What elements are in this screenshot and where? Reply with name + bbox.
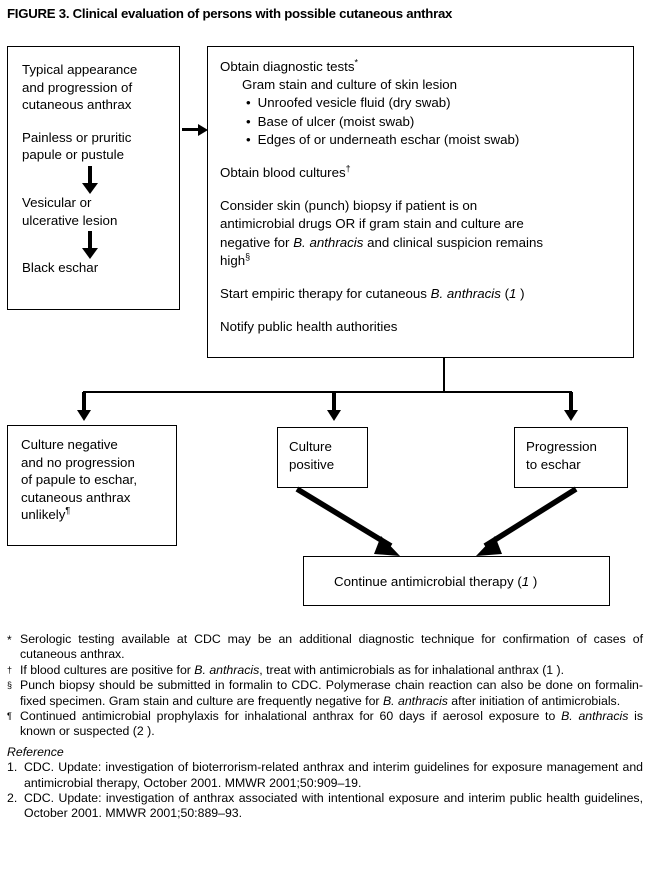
- node-continue-antimicrobial-therapy: Continue antimicrobial therapy (1 ): [303, 556, 610, 606]
- arrow-shaft: [332, 392, 336, 412]
- biopsy-text-pre: negative for: [220, 234, 294, 250]
- figure-title: FIGURE 3. Clinical evaluation of persons…: [7, 6, 453, 21]
- arrow-down-icon: [22, 229, 179, 260]
- arrow-shaft: [182, 128, 200, 132]
- footnote-text-pre: If blood cultures are positive for: [20, 662, 195, 677]
- footnote-item: § Punch biopsy should be submitted in fo…: [7, 678, 643, 709]
- blood-cultures-text: Obtain blood cultures: [220, 165, 346, 181]
- footnote-marker-section: §: [245, 251, 251, 262]
- arrow-head: [82, 182, 98, 194]
- node-progression-to-eschar: Progression to eschar: [514, 427, 628, 488]
- diagnostic-heading-text: Obtain diagnostic tests: [220, 59, 355, 74]
- node-line: Continue antimicrobial therapy (1 ): [334, 573, 609, 591]
- reference-number: 1.: [7, 760, 18, 775]
- arrow-shaft: [88, 165, 92, 184]
- footnote-item: ¶ Continued antimicrobial prophylaxis fo…: [7, 709, 643, 740]
- node-line: Culture negative: [21, 437, 118, 452]
- reference-heading: Reference: [7, 744, 64, 759]
- diagnostic-subheading: Gram stain and culture of skin lesion: [242, 77, 458, 93]
- footnote-text-post: after initiation of antimicrobials.: [447, 693, 621, 708]
- footnote-marker-section: §: [7, 680, 13, 691]
- footnote-text-post: is known or suspected (2 ).: [20, 709, 643, 739]
- species-name: B. anthracis: [561, 709, 629, 724]
- footnote-item: † If blood cultures are positive for B. …: [7, 663, 643, 678]
- empiric-text-pre: Start empiric therapy for cutaneous: [220, 286, 431, 302]
- node-line: unlikely¶: [21, 506, 176, 524]
- reference-text: CDC. Update: investigation of anthrax as…: [24, 791, 643, 821]
- arrow-head: [77, 410, 91, 421]
- arrow-head: [564, 410, 578, 421]
- footnote-item: * Serologic testing available at CDC may…: [7, 632, 643, 663]
- diagnostic-biopsy-line: Consider skin (punch) biopsy if patient …: [220, 198, 478, 214]
- node-line: Black eschar: [22, 260, 99, 276]
- footnote-marker-pilcrow: ¶: [65, 505, 71, 516]
- arrow-shaft: [88, 231, 92, 250]
- footnote-text-pre: Punch biopsy should be submitted in form…: [20, 678, 643, 708]
- footnote-marker-star: *: [354, 57, 359, 68]
- node-line: of papule to eschar,: [21, 472, 138, 488]
- node-line: and progression of: [22, 79, 133, 95]
- node-line: to eschar: [526, 456, 581, 472]
- node-line: and no progression: [21, 454, 135, 470]
- arrow-head: [198, 124, 208, 136]
- diagnostic-biopsy-line: antimicrobial drugs OR if gram stain and…: [220, 216, 524, 232]
- diagnostic-bullet: Edges of or underneath eschar (moist swa…: [220, 131, 623, 149]
- node-obtain-diagnostic-tests: Obtain diagnostic tests* Gram stain and …: [207, 46, 634, 358]
- species-name: B. anthracis: [382, 693, 448, 708]
- reference-citation: (1 ): [517, 574, 538, 589]
- diagonal-arrow-progression-to-continue: [476, 486, 578, 556]
- reference-number: 2.: [7, 791, 18, 806]
- footnote-text-post: , treat with antimicrobials as for inhal…: [259, 662, 565, 677]
- species-name: B. anthracis: [293, 234, 364, 250]
- arrow-right-icon: [182, 124, 208, 136]
- diagonal-arrow-culture-positive-to-continue: [295, 486, 400, 556]
- node-line: ulcerative lesion: [22, 212, 118, 228]
- node-line: Vesicular or: [22, 194, 92, 210]
- footnote-text: Serologic testing available at CDC may b…: [20, 632, 643, 662]
- footnote-marker-dagger: †: [345, 163, 351, 174]
- diagnostic-biopsy-line: negative for B. anthracis and clinical s…: [220, 234, 623, 252]
- species-name: B. anthracis: [194, 662, 260, 677]
- node-line: papule or pustule: [22, 147, 125, 163]
- reference-item: 2. CDC. Update: investigation of anthrax…: [7, 791, 643, 822]
- arrow-down-icon: [22, 164, 179, 194]
- continue-therapy-text: Continue antimicrobial therapy: [334, 574, 514, 589]
- footnote-marker-dagger: †: [7, 664, 13, 675]
- connector-distribution-bar: [83, 391, 572, 393]
- arrow-shaft: [82, 392, 86, 412]
- reference-text: CDC. Update: investigation of bioterrori…: [24, 760, 643, 790]
- biopsy-text-post: and clinical suspicion remains: [363, 234, 543, 250]
- connector-stem: [443, 358, 445, 393]
- node-culture-negative: Culture negative and no progression of p…: [7, 425, 177, 546]
- node-line-text: unlikely: [21, 507, 66, 523]
- reference-citation: (1 ): [504, 286, 525, 302]
- diagnostic-heading: Obtain diagnostic tests*: [220, 58, 623, 76]
- node-line: Painless or pruritic: [22, 129, 132, 145]
- footnotes-section: * Serologic testing available at CDC may…: [7, 632, 643, 822]
- reference-item: 1. CDC. Update: investigation of bioterr…: [7, 760, 643, 791]
- diagnostic-bullet: Base of ulcer (moist swab): [220, 113, 623, 131]
- node-line: positive: [289, 456, 335, 472]
- footnote-marker-pilcrow: ¶: [7, 711, 12, 722]
- diagnostic-bullet: Unroofed vesicle fluid (dry swab): [220, 94, 623, 112]
- species-name: B. anthracis: [430, 286, 501, 302]
- arrow-head: [327, 410, 341, 421]
- diagnostic-blood-cultures: Obtain blood cultures†: [220, 164, 623, 182]
- node-line: cutaneous anthrax: [22, 97, 132, 113]
- diagnostic-biopsy-line: high§: [220, 252, 623, 270]
- node-line: Typical appearance: [22, 62, 138, 77]
- footnote-marker-star: *: [7, 633, 12, 647]
- node-line: cutaneous anthrax: [21, 489, 131, 505]
- biopsy-high-text: high: [220, 252, 246, 268]
- diagnostic-empiric-therapy: Start empiric therapy for cutaneous B. a…: [220, 285, 623, 303]
- arrow-head: [82, 248, 98, 260]
- footnote-text-pre: Continued antimicrobial prophylaxis for …: [20, 709, 562, 724]
- diagnostic-notify: Notify public health authorities: [220, 319, 398, 335]
- node-culture-positive: Culture positive: [277, 427, 368, 488]
- node-typical-appearance: Typical appearance and progression of cu…: [7, 46, 180, 310]
- arrow-shaft: [569, 392, 573, 412]
- node-line: Culture: [289, 439, 332, 454]
- node-line: Progression: [526, 439, 597, 454]
